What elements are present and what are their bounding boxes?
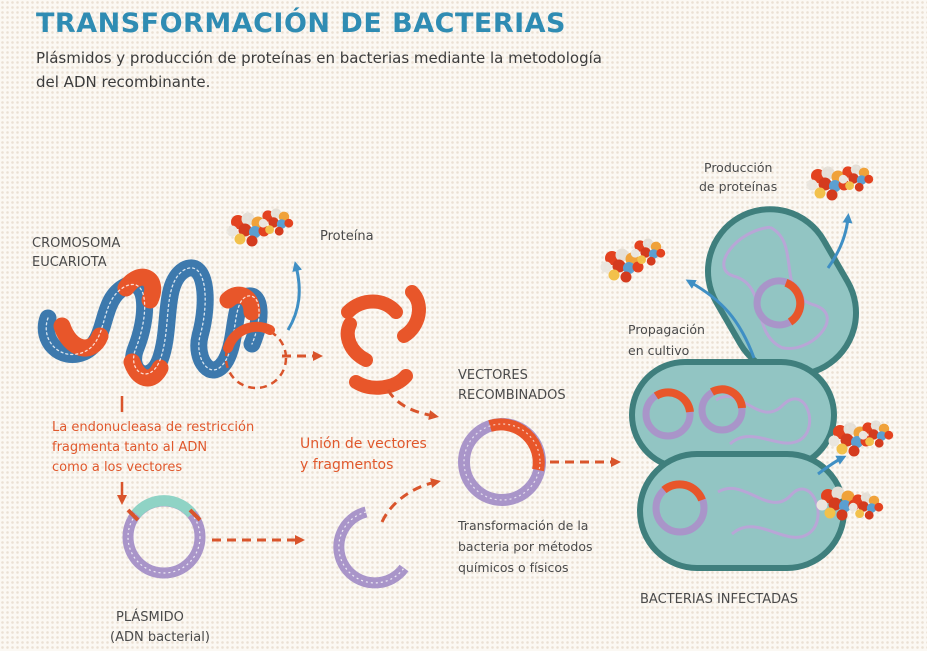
excised-fragment-outline: [224, 326, 288, 390]
label-transformacion-2: bacteria por métodos: [458, 539, 593, 554]
subtitle-line-2: del ADN recombinante.: [36, 73, 211, 91]
bacterium-bottom: [637, 451, 847, 571]
recombinant-vector: [458, 418, 546, 506]
label-recombinados: RECOMBINADOS: [458, 388, 566, 403]
label-produccion: Producción: [704, 160, 773, 175]
label-plasmido: PLÁSMIDO: [116, 610, 184, 625]
label-endonucleasa-3: como a los vectores: [52, 460, 183, 475]
bacterium-top: [705, 206, 859, 378]
bacterial-plasmid: [122, 495, 206, 579]
label-union-1: Unión de vectores: [300, 436, 427, 452]
label-bacterias-infectadas: BACTERIAS INFECTADAS: [640, 592, 799, 607]
label-cromosoma: CROMOSOMA: [32, 236, 121, 251]
label-adn-bacterial: (ADN bacterial): [110, 630, 210, 645]
label-endonucleasa-1: La endonucleasa de restricción: [52, 420, 255, 435]
label-propagacion: Propagación: [628, 322, 705, 337]
label-en-cultivo: en cultivo: [628, 343, 690, 358]
label-transformacion-1: Transformación de la: [458, 518, 589, 533]
label-union-2: y fragmentos: [300, 457, 394, 473]
subtitle-line-1: Plásmidos y producción de proteínas en b…: [36, 49, 602, 67]
label-eucariota: EUCARIOTA: [32, 255, 107, 270]
label-de-proteinas: de proteínas: [699, 179, 778, 194]
dna-fragments: [340, 285, 426, 395]
page-title: TRANSFORMACIÓN DE BACTERIAS: [36, 8, 566, 39]
process-arrows: [122, 351, 621, 545]
label-vectores: VECTORES: [458, 368, 528, 383]
label-endonucleasa-2: fragmenta tanto al ADN: [52, 440, 208, 455]
label-proteina: Proteína: [320, 229, 374, 244]
label-transformacion-3: químicos o físicos: [458, 560, 569, 575]
open-vector: [333, 506, 409, 589]
